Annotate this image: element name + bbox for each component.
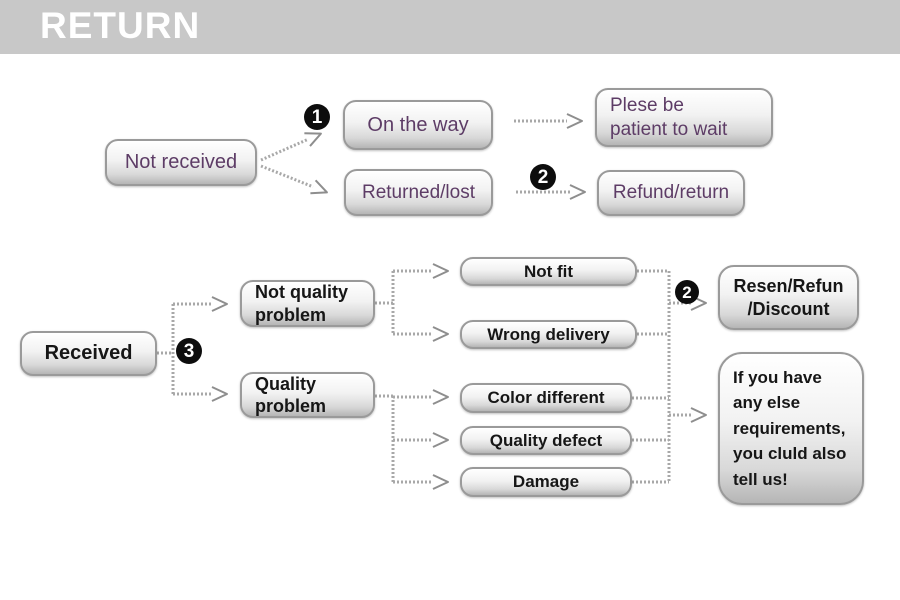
node-please-be-patient: Plese be patient to wait [595,88,773,147]
node-returned-lost: Returned/lost [344,169,493,216]
node-not-quality-problem: Not quality problem [240,280,375,327]
node-quality-defect: Quality defect [460,426,632,455]
badge-step-2-bottom: 2 [675,280,699,304]
node-resend-refund-discount: Resen/Refun /Discount [718,265,859,330]
node-received: Received [20,331,157,376]
node-wrong-delivery: Wrong delivery [460,320,637,349]
edge-fork-to-on-the-way [260,132,322,162]
badge-step-3: 3 [176,338,202,364]
node-color-different: Color different [460,383,632,413]
page-title: RETURN [40,5,201,46]
node-not-fit: Not fit [460,257,637,286]
node-refund-return: Refund/return [597,170,745,216]
node-damage: Damage [460,467,632,497]
node-on-the-way: On the way [343,100,493,150]
edge-fork-to-returned-lost [260,164,328,195]
badge-step-2-top: 2 [530,164,556,190]
node-quality-problem: Quality problem [240,372,375,418]
header-banner: RETURN [0,0,900,54]
node-anything-else: If you have any else requirements, you c… [718,352,864,505]
node-not-received: Not received [105,139,257,186]
badge-step-1: 1 [304,104,330,130]
